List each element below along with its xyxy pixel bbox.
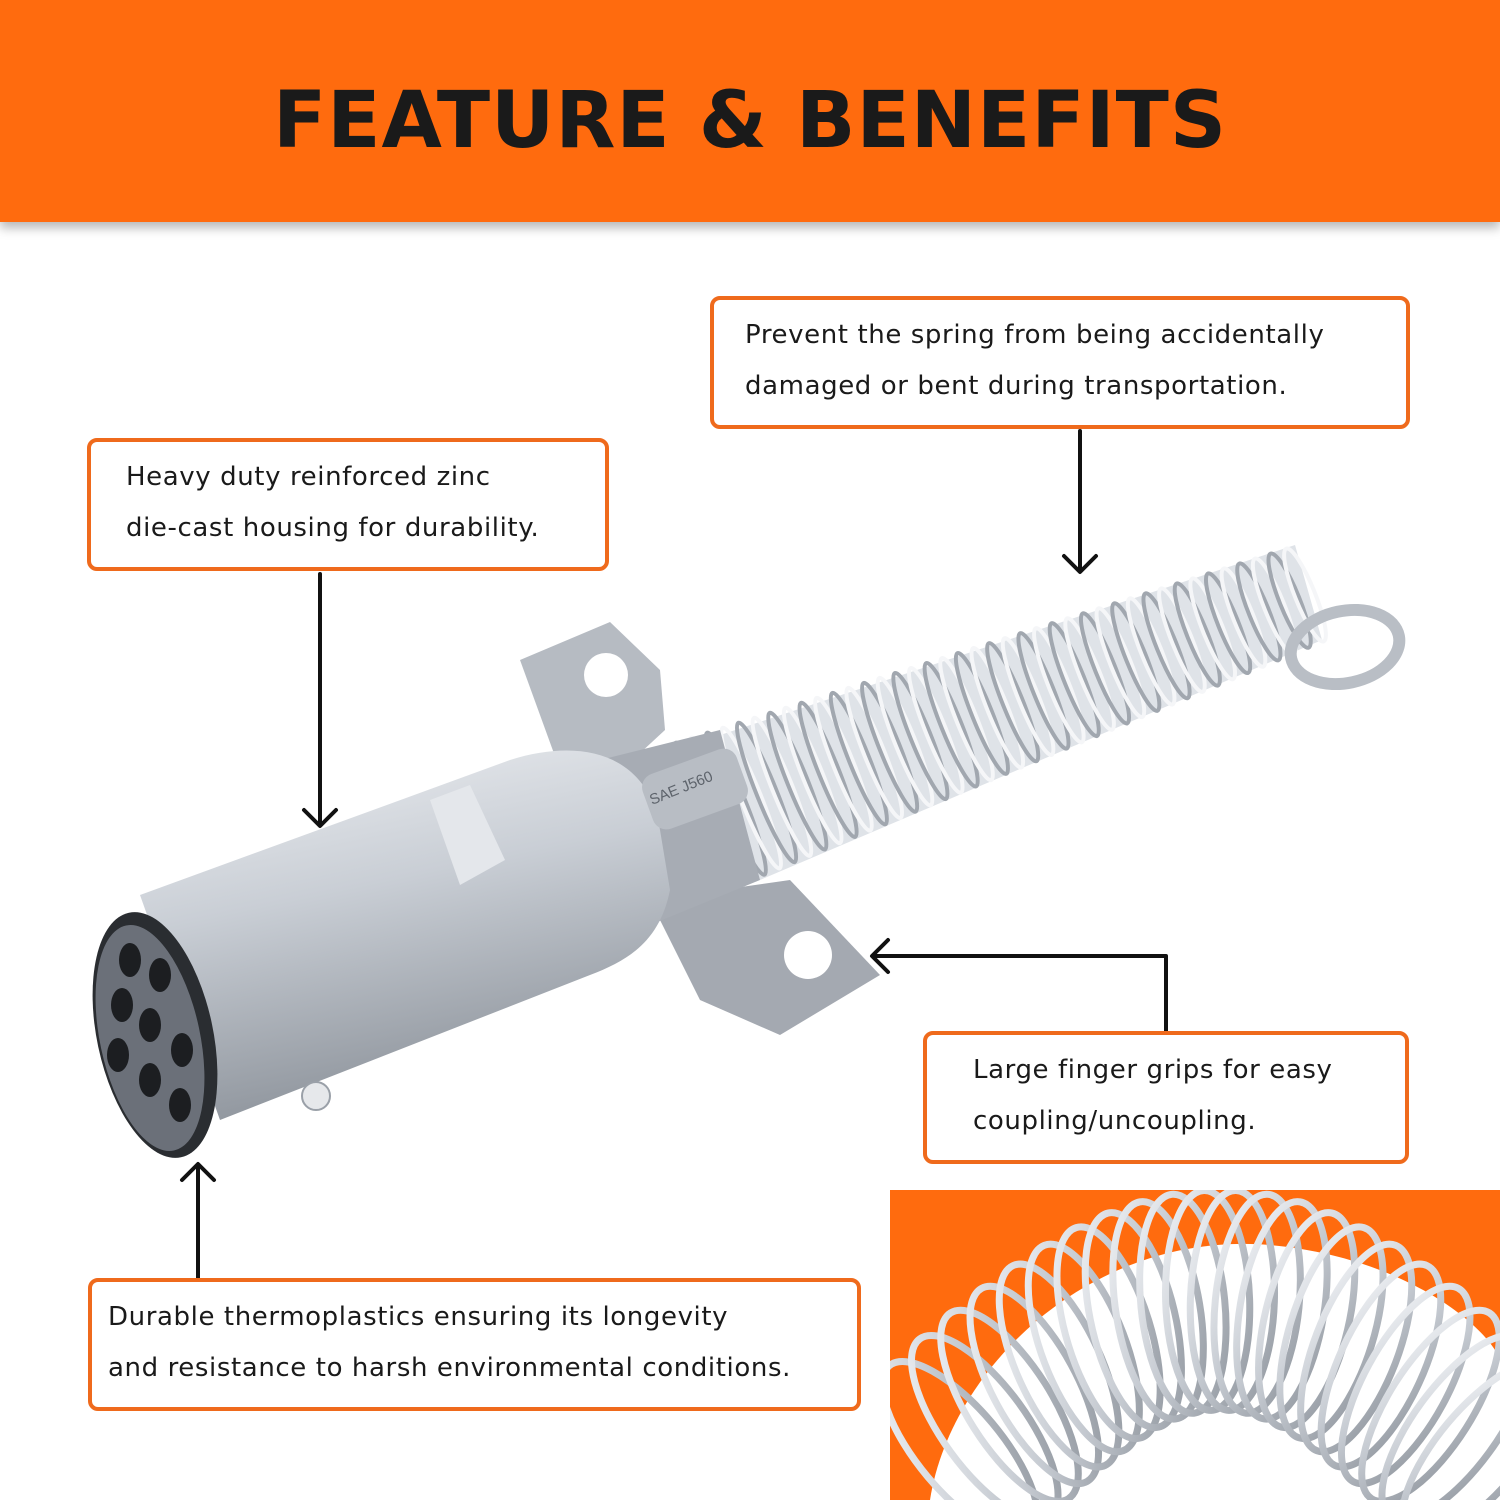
callout-line: Durable thermoplastics ensuring its long…: [108, 1302, 729, 1332]
spring-coil: [1110, 601, 1162, 713]
header-banner: FEATURE & BENEFITS: [0, 0, 1500, 222]
spring-coil: [891, 670, 950, 802]
coil-inset-image: [890, 1190, 1500, 1500]
coil-ring: [890, 1358, 1042, 1500]
callout-line: and resistance to harsh environmental co…: [108, 1353, 791, 1383]
spring-coil: [906, 665, 965, 795]
callout-finger-grips: Large finger grips for easy coupling/unc…: [923, 1031, 1409, 1164]
coil-ring: [1053, 1223, 1164, 1443]
spring-coil: [969, 646, 1026, 770]
pin-socket: [139, 1008, 161, 1042]
coil-ring: [1317, 1260, 1445, 1471]
spring-coil: [953, 651, 1011, 776]
spring-coil: [875, 675, 935, 808]
spring-coil: [1188, 576, 1238, 682]
coil-ring: [1109, 1198, 1207, 1423]
coil-ring: [1297, 1240, 1416, 1456]
coil-ring: [1276, 1223, 1387, 1443]
callout-spring-protection: Prevent the spring from being accidental…: [710, 296, 1410, 429]
spring-coil: [1172, 581, 1222, 688]
protective-spring: [672, 545, 1406, 890]
pin-sockets: [107, 943, 193, 1122]
spring-coil: [766, 710, 829, 852]
coil-ring: [1186, 1190, 1279, 1414]
plug-housing: [140, 750, 670, 1120]
spring-coil: [844, 685, 905, 821]
coil-ring: [1136, 1190, 1230, 1417]
spring-coil: [1094, 606, 1147, 720]
spring-coil: [1000, 636, 1056, 757]
spring-coil: [734, 720, 799, 865]
spring-coil: [1125, 596, 1177, 707]
callout-thermoplastics: Durable thermoplastics ensuring its long…: [88, 1278, 861, 1411]
spring-coil: [985, 641, 1041, 764]
coil-ring: [937, 1306, 1082, 1500]
coil-ring: [1255, 1209, 1359, 1432]
coil-ring: [1378, 1331, 1500, 1500]
lower-grip-hole: [784, 931, 832, 979]
spring-coil: [1282, 546, 1328, 644]
spring-coil: [828, 690, 889, 827]
spring-coil: [938, 655, 995, 783]
spring-coil: [1141, 591, 1192, 701]
spring-coil: [781, 705, 844, 846]
arrow-down-icon: [302, 572, 338, 828]
pin-socket: [119, 943, 141, 977]
spring-coil: [1047, 621, 1101, 739]
pin-socket: [149, 958, 171, 992]
page-title: FEATURE & BENEFITS: [272, 76, 1228, 166]
coil-ring: [907, 1331, 1062, 1500]
callout-line: damaged or bent during transportation.: [745, 371, 1288, 401]
pin-socket: [171, 1033, 193, 1067]
callout-line: Large finger grips for easy: [973, 1055, 1333, 1085]
coil-ring: [966, 1282, 1103, 1488]
pull-ring: [1284, 603, 1406, 691]
pin-socket: [107, 1038, 129, 1072]
spring-coil: [750, 715, 814, 858]
coil-ring: [1161, 1190, 1254, 1414]
coil-ring: [1358, 1306, 1500, 1500]
upper-finger-grip: [520, 622, 665, 790]
callout-zinc-housing: Heavy duty reinforced zinc die-cast hous…: [87, 438, 609, 571]
spring-coil: [1157, 586, 1207, 694]
marking-plate: [642, 748, 748, 830]
spring-coil: [1266, 551, 1313, 650]
arrow-down-icon: [1062, 429, 1098, 574]
spring-coil: [1063, 616, 1116, 732]
callout-line: coupling/uncoupling.: [973, 1106, 1257, 1136]
spring-coil: [922, 660, 980, 789]
callout-line: Heavy duty reinforced zinc: [126, 462, 491, 492]
arrow-left-icon: [870, 938, 1168, 1033]
coil-ring: [1081, 1209, 1185, 1432]
spring-coil: [1203, 571, 1253, 676]
spring-coil: [797, 700, 859, 839]
coil-ring: [1337, 1282, 1474, 1488]
pin-socket: [169, 1088, 191, 1122]
arrow-up-icon: [180, 1162, 216, 1280]
pin-socket: [139, 1063, 161, 1097]
lower-finger-grip: [650, 880, 880, 1035]
coil-ring: [1398, 1358, 1500, 1500]
spring-coil: [1235, 561, 1283, 663]
callout-line: die-cast housing for durability.: [126, 513, 540, 543]
spring-coil: [860, 680, 920, 814]
callout-line: Prevent the spring from being accidental…: [745, 320, 1325, 350]
spring-coil: [1032, 626, 1086, 745]
upper-grip-hole: [584, 653, 628, 697]
spring-coil: [1016, 631, 1071, 751]
spring-coil: [813, 695, 874, 833]
coiled-cable-inset: [890, 1190, 1500, 1500]
pin-socket: [111, 988, 133, 1022]
key-tab: [430, 785, 505, 885]
face-screw: [301, 1081, 331, 1111]
spring-coil: [1219, 566, 1268, 669]
spring-coil: [1078, 611, 1132, 726]
